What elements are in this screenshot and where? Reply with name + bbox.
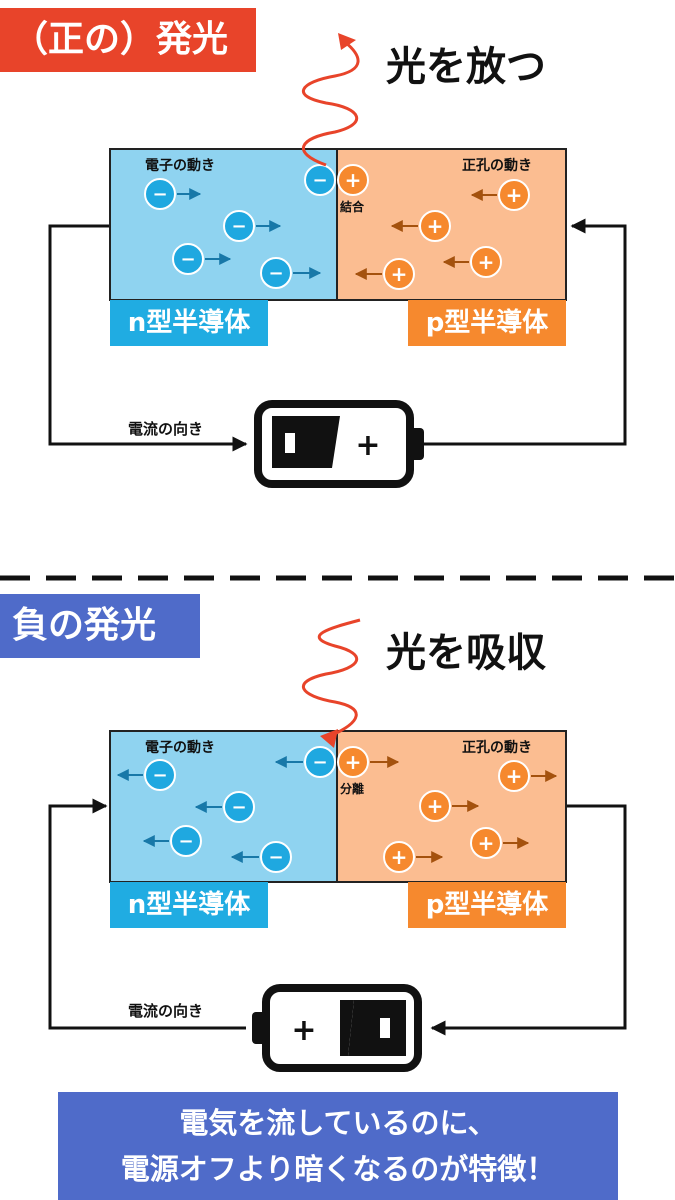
top-title-badge: （正の）発光 [0,8,256,72]
top-p-label: p型半導体 [408,300,566,346]
top-junction-electron: − [304,164,336,196]
bottom-hole: + [470,827,530,859]
top-electron: − [223,210,282,242]
bottom-p-region [336,730,567,883]
bottom-hole: + [498,760,558,792]
bottom-title: 負の発光 [12,605,157,646]
bottom-hole: + [419,790,480,822]
bottom-junction-hole: + [337,746,400,778]
bottom-light-wave-arrowhead [320,729,338,748]
svg-text:+: + [291,1013,316,1048]
bottom-light-caption: 光を吸収 [386,630,546,676]
svg-text:+: + [478,831,495,855]
top-diagram: − − − − − + + [48,33,627,488]
bottom-circuit-wire [48,798,246,1030]
svg-text:−: − [152,765,167,786]
top-light-wave [302,40,360,167]
top-battery-icon: + [254,400,424,488]
bottom-circuit-wire-right [430,804,627,1036]
bottom-n-label: n型半導体 [110,882,268,928]
svg-text:−: − [268,847,283,868]
summary-banner: 電気を流しているのに、 電源オフより暗くなるのが特徴！ [58,1092,618,1200]
top-hole: + [354,258,415,290]
top-title: （正の）発光 [12,19,229,60]
svg-text:+: + [355,428,380,463]
bottom-current-label: 電流の向き [128,1002,204,1020]
bottom-electron: − [116,759,176,791]
svg-text:+: + [345,750,362,774]
bottom-electron-label: 電子の動き [145,740,215,756]
top-electron: − [260,257,322,289]
svg-text:+: + [391,845,408,869]
svg-text:+: + [478,250,495,274]
svg-text:+: + [506,183,523,207]
top-electron: − [172,243,232,275]
bottom-electron: − [194,791,255,823]
bottom-hole-label: 正孔の動き [462,740,532,756]
svg-text:+: + [506,764,523,788]
bottom-hole: + [383,841,444,873]
svg-text:−: − [312,170,327,191]
svg-text:+: + [427,214,444,238]
svg-text:−: − [268,263,283,284]
top-junction-hole: + [337,164,369,196]
bottom-junction-label: 分離 [340,782,365,796]
top-hole: + [442,246,502,278]
top-current-label: 電流の向き [128,420,204,438]
top-hole: + [470,179,530,211]
top-circuit-wire-right [418,218,627,446]
top-light-wave-arrowhead [338,33,356,50]
bottom-battery-icon: + [252,984,422,1072]
summary-line-1: 電気を流しているのに、 [179,1106,497,1140]
svg-text:−: − [178,831,193,852]
bottom-electron: − [142,825,202,857]
top-circuit-wire [48,224,248,452]
top-n-label: n型半導体 [110,300,268,346]
svg-text:−: − [180,249,195,270]
summary-line-2: 電源オフより暗くなるのが特徴！ [120,1152,556,1186]
svg-text:+: + [427,794,444,818]
svg-text:−: − [231,797,246,818]
bottom-junction-electron: − [274,746,336,778]
top-light-caption: 光を放つ [386,44,546,90]
svg-text:−: − [312,752,327,773]
top-hole-label: 正孔の動き [462,158,532,174]
bottom-diagram: − − − − − + + [48,618,627,1072]
top-electron: − [144,178,202,210]
top-hole: + [390,210,451,242]
svg-text:+: + [345,168,362,192]
svg-text:−: − [231,216,246,237]
bottom-light-wave [302,618,361,738]
bottom-electron: − [230,841,292,873]
top-junction-label: 結合 [340,200,365,214]
bottom-p-label: p型半導体 [408,882,566,928]
bottom-title-badge: 負の発光 [0,594,200,658]
svg-text:+: + [391,262,408,286]
svg-text:−: − [152,184,167,205]
top-electron-label: 電子の動き [145,158,215,174]
